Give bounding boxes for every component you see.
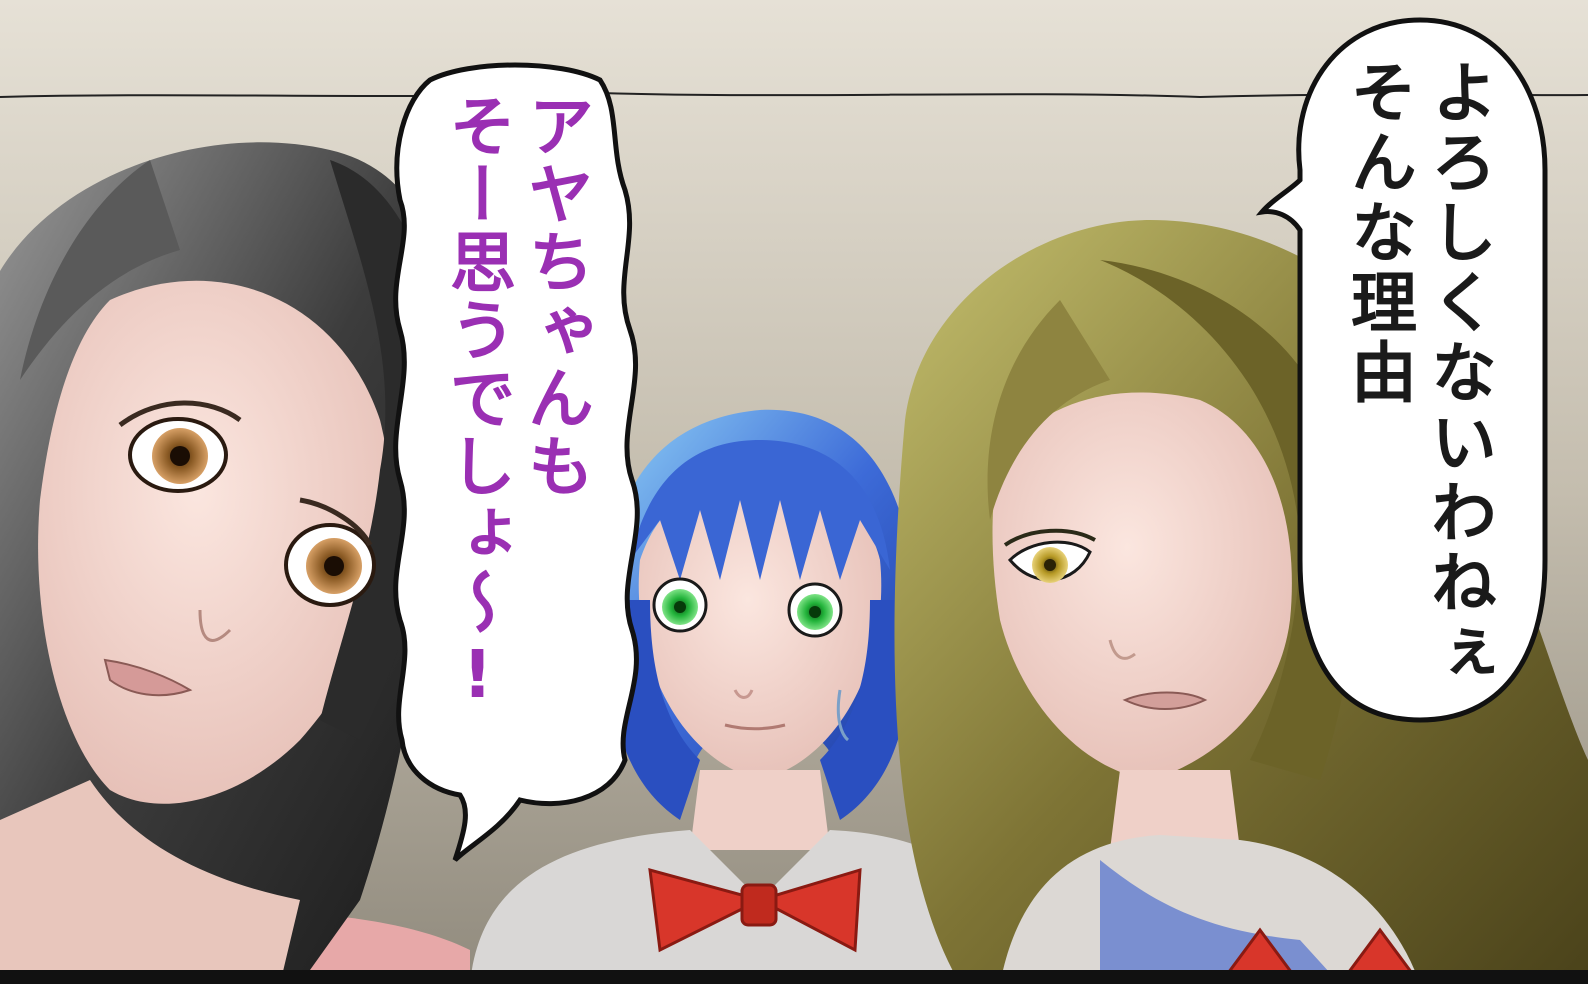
speech-bubble-right-text: よろしくないわねぇ そんな理由 — [1340, 58, 1497, 688]
speech-bubble-right-shape — [1255, 17, 1548, 723]
speech-bubble-left-text: アヤちゃんも そー思うでしょ〜! — [439, 92, 594, 715]
speech-bubble-left-shape — [393, 62, 640, 862]
